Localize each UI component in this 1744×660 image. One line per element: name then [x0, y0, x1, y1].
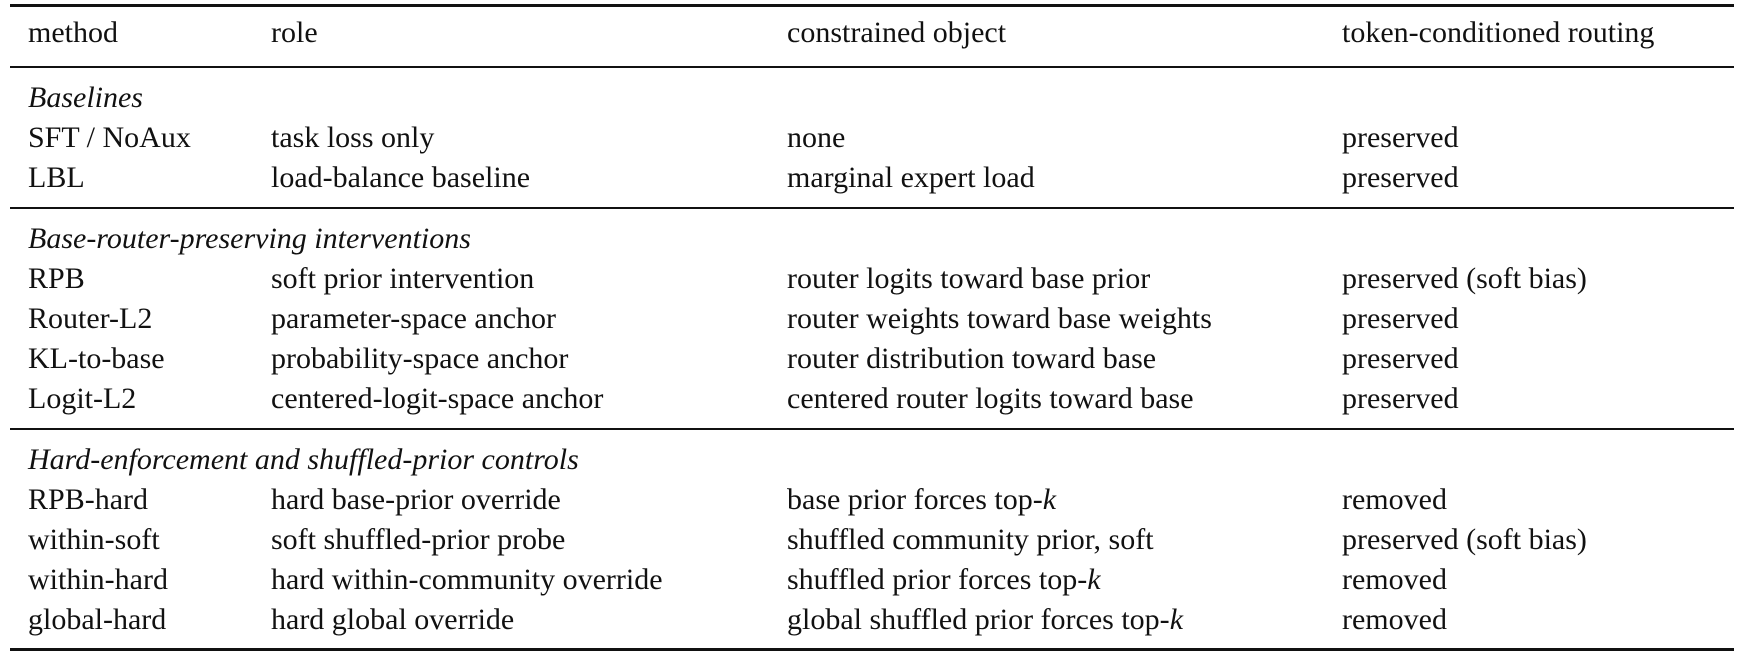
cell-routing: preserved (soft bias) [1342, 523, 1587, 556]
cell-method: Router-L2 [28, 302, 153, 335]
header-constrained-object: constrained object [787, 16, 1007, 49]
cell-role: probability-space anchor [271, 342, 569, 375]
table-row: LBL load-balance baseline marginal exper… [0, 158, 1744, 198]
cell-routing: removed [1342, 483, 1447, 516]
cell-object: shuffled community prior, soft [787, 520, 1154, 560]
table-row: RPB soft prior intervention router logit… [0, 259, 1744, 299]
group-title-baselines: Baselines [28, 81, 143, 114]
cell-object: router logits toward base prior [787, 259, 1150, 299]
cell-object: shuffled prior forces top-k [787, 560, 1101, 600]
group-rule [10, 428, 1734, 430]
cell-routing: preserved [1342, 302, 1459, 335]
table-row: within-hard hard within-community overri… [0, 560, 1744, 600]
cell-routing: preserved [1342, 121, 1459, 154]
cell-routing: preserved (soft bias) [1342, 262, 1587, 295]
cell-role: hard base-prior override [271, 483, 561, 516]
header-method: method [28, 16, 118, 49]
cell-routing: preserved [1342, 161, 1459, 194]
cell-object: global shuffled prior forces top-k [787, 600, 1183, 640]
cell-method: KL-to-base [28, 342, 165, 375]
cell-object-text: centered router logits toward base [787, 382, 1194, 415]
table-row: RPB-hard hard base-prior override base p… [0, 480, 1744, 520]
cell-object-text: marginal expert load [787, 161, 1035, 194]
cell-method: RPB-hard [28, 483, 148, 516]
cell-method: within-soft [28, 523, 160, 556]
group-title-base-router-preserving: Base-router-preserving interventions [28, 222, 471, 255]
cell-object-text: none [787, 121, 846, 154]
cell-role: soft shuffled-prior probe [271, 523, 566, 556]
group-rule [10, 207, 1734, 209]
cell-object: none [787, 118, 845, 158]
header-row: method role constrained object token-con… [0, 13, 1744, 53]
cell-object-text: global shuffled prior forces top- [787, 603, 1170, 636]
cell-method: global-hard [28, 603, 167, 636]
cell-role: parameter-space anchor [271, 302, 557, 335]
cell-object-text: base prior forces top- [787, 483, 1043, 516]
cell-object-text: router distribution toward base [787, 342, 1157, 375]
table-row: global-hard hard global override global … [0, 600, 1744, 640]
cell-role: soft prior intervention [271, 262, 535, 295]
cell-object: base prior forces top-k [787, 480, 1056, 520]
cell-object: router weights toward base weights [787, 299, 1212, 339]
cell-routing: removed [1342, 563, 1447, 596]
table-row: KL-to-base probability-space anchor rout… [0, 339, 1744, 379]
cell-object: router distribution toward base [787, 339, 1156, 379]
cell-method: LBL [28, 161, 85, 194]
cell-object: centered router logits toward base [787, 379, 1194, 419]
cell-object-math: k [1169, 603, 1184, 636]
table-row: within-soft soft shuffled-prior probe sh… [0, 520, 1744, 560]
table-row: SFT / NoAux task loss only none preserve… [0, 118, 1744, 158]
header-rule [10, 66, 1734, 68]
cell-method: SFT / NoAux [28, 121, 191, 154]
cell-object-math: k [1042, 483, 1057, 516]
cell-routing: preserved [1342, 382, 1459, 415]
cell-object-math: k [1087, 563, 1101, 596]
table-row: Router-L2 parameter-space anchor router … [0, 299, 1744, 339]
cell-role: hard within-community override [271, 563, 663, 596]
bottom-rule [10, 648, 1734, 651]
cell-routing: removed [1342, 603, 1447, 636]
cell-object-text: router logits toward base prior [787, 262, 1151, 295]
cell-role: hard global override [271, 603, 515, 636]
cell-routing: preserved [1342, 342, 1459, 375]
cell-object-text: shuffled prior forces top- [787, 563, 1088, 596]
top-rule [10, 4, 1734, 7]
header-role: role [271, 16, 318, 49]
cell-method: RPB [28, 262, 85, 295]
cell-role: task loss only [271, 121, 435, 154]
group-title-hard-enforcement: Hard-enforcement and shuffled-prior cont… [28, 443, 579, 476]
cell-object: marginal expert load [787, 158, 1035, 198]
cell-method: within-hard [28, 563, 168, 596]
cell-role: load-balance baseline [271, 161, 531, 194]
header-token-conditioned-routing: token-conditioned routing [1342, 16, 1655, 49]
cell-role: centered-logit-space anchor [271, 382, 604, 415]
table-row: Logit-L2 centered-logit-space anchor cen… [0, 379, 1744, 419]
cell-object-text: router weights toward base weights [787, 302, 1212, 335]
cell-method: Logit-L2 [28, 382, 137, 415]
cell-object-text: shuffled community prior, soft [787, 523, 1154, 556]
